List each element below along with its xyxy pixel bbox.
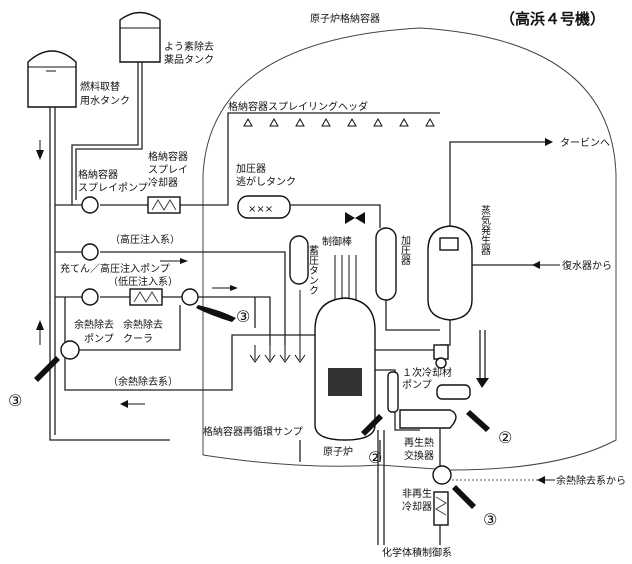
- spray-pump-label: 格納容器: [78, 168, 118, 181]
- pressurizer-label: 加圧器: [399, 235, 411, 266]
- refueling-water-tank: [27, 50, 77, 108]
- relief-tank-label: 加圧器: [236, 163, 266, 175]
- accumulator-tank: [289, 235, 309, 285]
- marker-left-rhr: ③: [8, 391, 22, 410]
- control-rod-label: 制御棒: [322, 235, 352, 248]
- regen-hx-label: 交換器: [404, 449, 434, 462]
- hand-pointer-icon: [361, 414, 383, 436]
- steam-generator: [427, 225, 473, 321]
- rcp-label: ポンプ: [402, 379, 432, 391]
- regen-heat-exchanger: [399, 409, 457, 429]
- cvcs-label: 化学体積制御系: [382, 546, 452, 559]
- flow-arrow-up: [36, 320, 44, 330]
- marker-rcp-right: ②: [498, 428, 512, 447]
- rhr-cooler-label: 余熱除去: [123, 318, 163, 331]
- rhr-system-label: （余熱除去系）: [108, 375, 178, 388]
- iodine-removal-tank: [119, 11, 161, 63]
- nonregen-cooler: [433, 491, 449, 526]
- iodine-tank-label: 薬品タンク: [164, 54, 214, 66]
- iodine-tank-label: よう素除去: [164, 40, 214, 53]
- regen-hx-label: 再生熱: [404, 436, 434, 449]
- spray-header-label: 格納容器スプレイリングヘッダ: [228, 100, 368, 113]
- refueling-tank-label: 燃料取替: [80, 80, 120, 93]
- nonregen-label: 非再生: [402, 487, 432, 500]
- spray-nozzles: [243, 117, 435, 127]
- hand-pointer-icon: [34, 356, 60, 382]
- lpi-valve-icon: [181, 288, 199, 306]
- sump-label: 格納容器再循環サンプ: [203, 425, 303, 438]
- containment-vessel: [202, 27, 617, 471]
- from-rhr-label: 余熱除去系から: [556, 474, 626, 487]
- regen-valve-icon: [387, 371, 399, 413]
- spray-cooler-icon: [147, 196, 181, 214]
- marker-rcp-left: ②: [368, 448, 382, 467]
- hand-pointer-icon: [466, 410, 490, 432]
- rcp-motor: [433, 344, 449, 360]
- plant-title: （高浜４号機）: [500, 10, 605, 28]
- accumulator-label: 蓄圧タンク: [307, 245, 319, 295]
- flow-arrow-right: [180, 258, 188, 264]
- charging-pump-icon: [81, 243, 99, 261]
- rhr-cooler-icon: [129, 288, 163, 306]
- flow-arrow-down: [36, 150, 44, 160]
- cvcs-valve-icon: [432, 465, 452, 485]
- spray-pump-icon: [81, 196, 99, 214]
- rhr-pump-label: ポンプ: [84, 333, 114, 345]
- rcp-label: １次冷却材: [402, 366, 452, 379]
- rhr-pump-label: 余熱除去: [74, 318, 114, 331]
- marker-lpi-valve: ③: [236, 307, 250, 326]
- sparger-icon: ×××: [248, 204, 273, 215]
- marker-nonregen: ③: [483, 510, 497, 529]
- to-turbine-label: タービンへ: [560, 137, 610, 149]
- reactor-core: [328, 368, 362, 396]
- hand-pointer-icon: [196, 305, 236, 322]
- rhr-pump-icon: [81, 288, 99, 306]
- spray-pump-label: スプレイポンプ: [78, 182, 148, 194]
- charging-pump-label: 充てん／高圧注入ポンプ: [60, 262, 170, 275]
- containment-label: 原子炉格納容器: [310, 12, 380, 25]
- rhr-cooler-label: クーラ: [123, 333, 153, 345]
- hpi-label: （高圧注入系）: [110, 233, 180, 246]
- reactor-label: 原子炉: [323, 446, 353, 458]
- rhr-valve-icon: [60, 340, 80, 360]
- spray-cooler-label: 冷却器: [148, 176, 178, 189]
- nonregen-label: 冷却器: [402, 500, 432, 513]
- spray-cooler-label: スプレイ: [148, 164, 188, 176]
- from-condenser-label: 復水器から: [562, 259, 612, 272]
- spray-cooler-label: 格納容器: [148, 150, 188, 163]
- relief-tank-label: 逃がしタンク: [236, 175, 296, 188]
- lpi-label: （低圧注入系）: [108, 275, 178, 288]
- rcp-icon: [435, 357, 447, 369]
- pressurizer: [375, 227, 397, 301]
- regen-hx-tube: [436, 384, 471, 400]
- hand-pointer-icon: [452, 485, 476, 509]
- injection-arrows: [249, 290, 306, 363]
- valve-icon: [345, 212, 365, 224]
- pressurizer-relief-tank: [237, 195, 291, 219]
- steam-generator-label: 蒸気発生器: [479, 205, 491, 256]
- refueling-tank-label: 用水タンク: [80, 95, 130, 107]
